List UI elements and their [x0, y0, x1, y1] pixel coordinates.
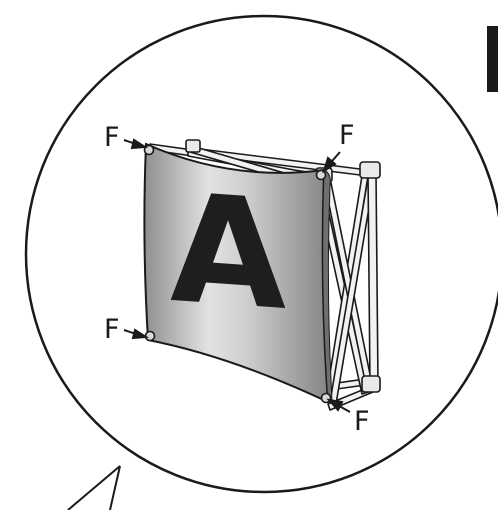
leader-lines	[67, 465, 121, 510]
fastener-label-bottom-right: F	[354, 406, 370, 437]
fastener-label-top-right: F	[339, 120, 355, 151]
graphic-panel: A	[143, 142, 333, 404]
panel-letter: A	[170, 162, 286, 344]
pop-up-frame	[149, 139, 381, 411]
fastener-label-top-left: F	[104, 122, 120, 153]
callout-arrows	[123, 138, 351, 413]
hook-bottom-left	[144, 330, 156, 342]
edge-marker	[487, 26, 498, 92]
fastener-label-bottom-left: F	[104, 314, 120, 345]
hook-top-right	[315, 169, 327, 181]
